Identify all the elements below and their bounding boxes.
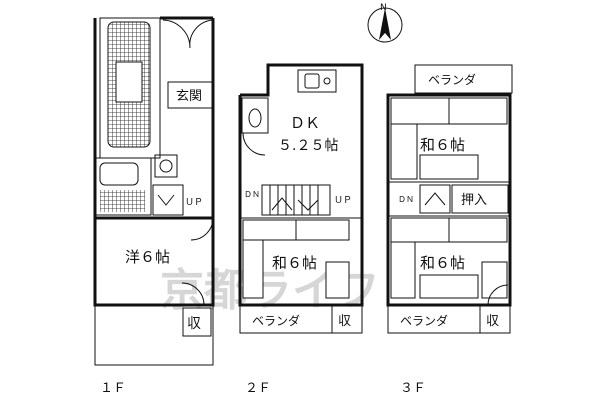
- japanese-room-south-label: 和６帖: [420, 254, 465, 272]
- toilet-icon: [248, 108, 262, 128]
- veranda-top-3f-label: ベランダ: [428, 72, 476, 87]
- toilet: [241, 97, 269, 134]
- floor-3f: ベランダ 和６帖 ＤＮ 押入 和６帖 ベランダ 収 ３Ｆ: [386, 64, 513, 396]
- floor-1f-label: １Ｆ: [100, 381, 126, 396]
- oshiire-label: 押入: [461, 193, 487, 208]
- storage-3f-label: 収: [486, 314, 499, 329]
- storage-2f-label: 収: [338, 314, 351, 329]
- stairs-up-2f: ＵＰ: [334, 196, 352, 206]
- bathtub-icon: [99, 162, 139, 186]
- stairs-1f: [152, 184, 184, 216]
- compass-label: N: [380, 3, 387, 13]
- floor-2f: ＤＫ ５.２５帖 ＤＮ ＵＰ 和６帖 ベランダ 収 ２Ｆ: [238, 63, 364, 396]
- veranda-bottom-3f-label: ベランダ: [400, 313, 448, 328]
- dk-size-label: ５.２５帖: [278, 138, 338, 154]
- floor-3f-label: ３Ｆ: [400, 381, 426, 396]
- western-room-label: 洋６帖: [125, 248, 170, 266]
- car-icon: [107, 21, 151, 148]
- entrance-label: 玄関: [176, 89, 202, 104]
- storage-1f-label: 収: [187, 316, 201, 332]
- stairs-dn-3f: ＤＮ: [398, 195, 414, 204]
- compass: N: [367, 3, 403, 43]
- washbasin-icon: [154, 154, 178, 178]
- stairs-up-1f: ＵＰ: [185, 198, 203, 208]
- kitchen-sink-icon: [297, 69, 337, 93]
- stairs-2f: [261, 184, 331, 216]
- stairs-3f: [419, 184, 451, 214]
- floor-2f-label: ２Ｆ: [245, 381, 271, 396]
- dk-label: ＤＫ: [290, 114, 320, 132]
- stairs-dn-2f: ＤＮ: [244, 190, 260, 199]
- japanese-room-2f-label: 和６帖: [272, 254, 317, 272]
- veranda-2f-label: ベランダ: [252, 313, 300, 328]
- bathroom: [94, 157, 152, 216]
- floor-1f: 玄関 ＵＰ 洋６帖 収 １Ｆ: [93, 16, 215, 396]
- japanese-room-north-label: 和６帖: [420, 136, 465, 154]
